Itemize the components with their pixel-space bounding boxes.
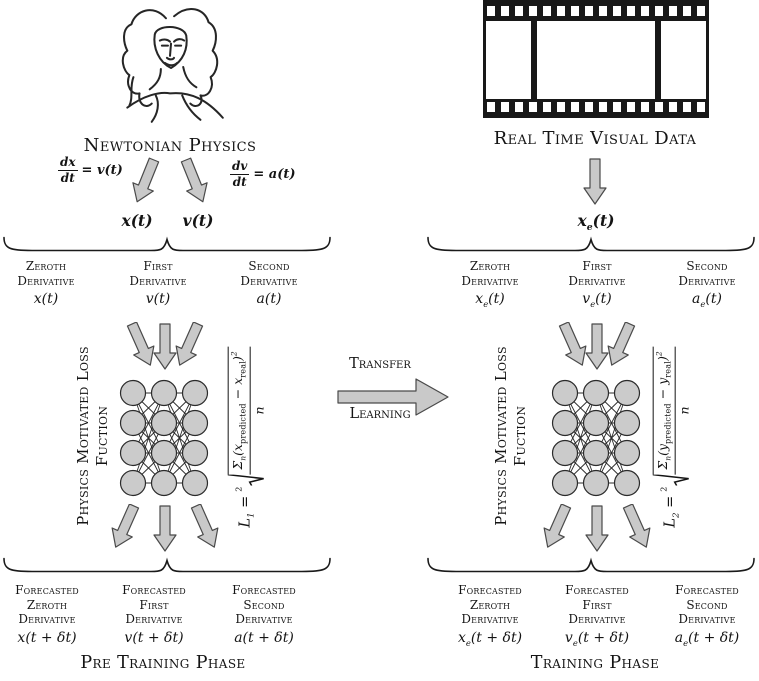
pretraining-source-title: Newtonian Physics bbox=[83, 135, 257, 156]
signal-v: v(t) bbox=[182, 211, 214, 230]
derivative-column-second-e: Second Derivative ae(t) bbox=[678, 259, 736, 309]
input-brace-pretraining-icon bbox=[3, 236, 331, 252]
output-arrows-pretraining-icon bbox=[110, 504, 220, 553]
derivative-column-second: Second Derivative a(t) bbox=[240, 259, 298, 307]
loss-formula-pretraining: L1 = 2 Σn(xpredicted − xreal)2 n bbox=[227, 346, 267, 528]
signal-xe: xe(t) bbox=[577, 211, 615, 234]
film-frame bbox=[537, 21, 655, 99]
signal-x: x(t) bbox=[121, 211, 153, 230]
equation-acceleration: dv dt = a(t) bbox=[230, 159, 296, 189]
transfer-label-line2: Learning bbox=[349, 406, 411, 422]
derivative-column-zeroth: Zeroth Derivative x(t) bbox=[17, 259, 75, 307]
film-sprocket-holes-bottom bbox=[487, 102, 705, 112]
neural-network-training bbox=[551, 379, 641, 497]
loss-lhs: L1 = bbox=[237, 495, 257, 528]
derivative-column-zeroth-e: Zeroth Derivative xe(t) bbox=[461, 259, 519, 309]
film-frame bbox=[661, 21, 706, 99]
loss-lhs: L2 = bbox=[662, 495, 682, 528]
film-sprocket-holes-top bbox=[487, 6, 705, 16]
forecast-column-zeroth: Forecasted Zeroth Derivative x(t + δt) bbox=[15, 583, 79, 646]
derivative-column-first-e: First Derivative ve(t) bbox=[568, 259, 626, 309]
radical-icon bbox=[653, 474, 690, 486]
training-caption: Training Phase bbox=[530, 653, 660, 673]
derivative-column-first: First Derivative v(t) bbox=[129, 259, 187, 307]
diverge-arrows-icon bbox=[128, 157, 212, 207]
forecast-column-first: Forecasted First Derivative v(t + δt) bbox=[122, 583, 186, 646]
equation-velocity: dx dt = v(t) bbox=[58, 155, 123, 185]
fraction: dv dt bbox=[230, 159, 250, 189]
forecast-column-second-e: Forecasted Second Derivative ae(t + δt) bbox=[674, 583, 740, 648]
output-arrows-training-icon bbox=[542, 504, 652, 553]
video-down-arrow-icon bbox=[583, 158, 607, 205]
input-arrows-training-icon bbox=[553, 322, 641, 371]
forecast-column-first-e: Forecasted First Derivative ve(t + δt) bbox=[564, 583, 630, 648]
output-brace-training-icon bbox=[427, 557, 755, 573]
forecast-column-second: Forecasted Second Derivative a(t + δt) bbox=[232, 583, 296, 646]
forecast-column-zeroth-e: Forecasted Zeroth Derivative xe(t + δt) bbox=[457, 583, 523, 648]
loss-label-pretraining: Physics Motivated Loss Fuction bbox=[74, 346, 111, 526]
radical-icon bbox=[228, 474, 265, 486]
loss-fraction: Σn(ypredicted − yreal)2 n bbox=[652, 346, 692, 475]
output-brace-pretraining-icon bbox=[3, 557, 331, 573]
loss-formula-training: L2 = 2 Σn(ypredicted − yreal)2 n bbox=[652, 346, 692, 528]
newton-portrait-icon bbox=[121, 8, 224, 123]
transfer-label-line1: Transfer bbox=[349, 356, 411, 372]
training-source-title: Real Time Visual Data bbox=[493, 128, 697, 149]
neural-network-pretraining bbox=[119, 379, 209, 497]
film-frame bbox=[486, 21, 531, 99]
film-strip-icon bbox=[483, 0, 709, 118]
loss-label-training: Physics Motivated Loss Fuction bbox=[492, 346, 529, 526]
input-brace-training-icon bbox=[427, 236, 755, 252]
loss-fraction: Σn(xpredicted − xreal)2 n bbox=[227, 346, 267, 475]
input-arrows-pretraining-icon bbox=[121, 322, 209, 371]
pretraining-caption: Pre Training Phase bbox=[80, 653, 246, 673]
fraction: dx dt bbox=[58, 155, 78, 185]
